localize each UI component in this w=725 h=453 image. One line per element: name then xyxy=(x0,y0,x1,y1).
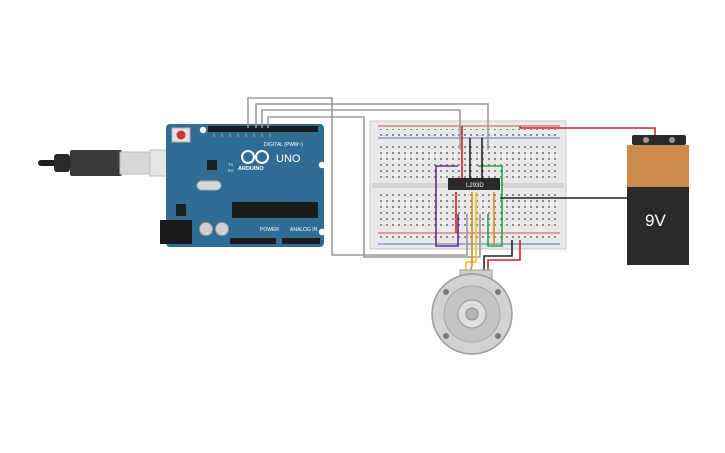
arduino-board: ARDUINO UNO DIGITAL (PWM~) POWER ANALOG … xyxy=(160,124,326,247)
signal-wires xyxy=(247,97,489,258)
power-header-label: POWER xyxy=(260,227,279,233)
motor-lead-yellow xyxy=(465,246,477,272)
battery-9v: 9V xyxy=(627,135,689,265)
motor-lead-orange xyxy=(469,246,473,273)
wire-green xyxy=(478,165,503,247)
arduino-model: UNO xyxy=(276,153,301,165)
dc-motor xyxy=(431,269,513,355)
l293d-ic: L293D xyxy=(448,178,500,190)
wire-arduino-1 xyxy=(247,97,468,256)
motor-lead-red xyxy=(487,240,521,272)
arduino-logo xyxy=(241,150,269,164)
wire-arduino-4 xyxy=(267,116,481,258)
motor-lead-black xyxy=(483,240,513,272)
tx-label: TX xyxy=(228,162,233,167)
wire-arduino-2 xyxy=(255,103,489,150)
wire-purple xyxy=(435,165,459,247)
breadboard-jumpers xyxy=(435,126,521,273)
rx-label: RX xyxy=(228,168,234,173)
breadboard xyxy=(369,120,567,250)
battery-positive-wire xyxy=(519,126,656,140)
arduino-brand: ARDUINO xyxy=(238,166,264,172)
battery-label: 9V xyxy=(645,211,666,230)
battery-wires xyxy=(500,126,656,199)
digital-header-label: DIGITAL (PWM~) xyxy=(264,142,303,148)
wire-arduino-3 xyxy=(261,109,461,150)
analog-header-label: ANALOG IN xyxy=(290,227,318,233)
ic-label: L293D xyxy=(466,183,484,189)
